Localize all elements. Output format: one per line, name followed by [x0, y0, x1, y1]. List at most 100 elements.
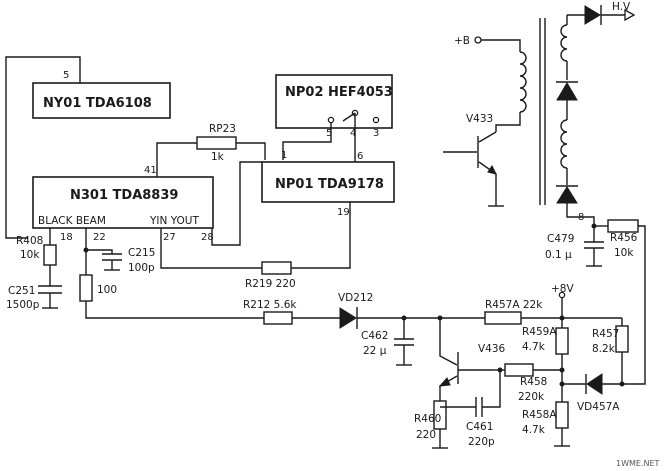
secondary-diode-bottom-icon: [556, 186, 578, 204]
c215-lead-wire: [86, 249, 113, 254]
r457-value: 8.2k: [592, 343, 616, 355]
v433-emitter-arrow-icon: [487, 165, 497, 175]
n301-black-beam-label: BLACK BEAM: [38, 215, 106, 227]
c462-value: 22 µ: [363, 345, 387, 357]
r457-name: R457: [592, 328, 619, 340]
r408-resistor: [43, 244, 57, 266]
r456-value: 10k: [614, 247, 634, 259]
plus-b-label: +B: [454, 35, 470, 47]
v433-collector: [478, 131, 497, 143]
rp23-value: 1k: [211, 151, 225, 163]
np02-switch-arm: [342, 112, 356, 122]
c461-name: C461: [466, 421, 493, 433]
rp23-resistor: [196, 136, 237, 150]
r458a-value: 4.7k: [522, 424, 546, 436]
plus-b-wire: [481, 39, 521, 52]
hv-diode-icon: [584, 5, 601, 25]
r459a-resistor: [555, 327, 569, 355]
vd212-label: VD212: [338, 292, 373, 304]
plus8v-label: +8V: [551, 283, 574, 295]
c461-right-lead: [482, 370, 501, 408]
r100-value: 100: [97, 284, 117, 296]
np02-pin-5: 5: [326, 128, 332, 139]
n301-pin-27: 27: [163, 232, 176, 243]
r408-value: 10k: [20, 249, 40, 261]
r458-value: 220k: [518, 391, 545, 403]
secondary-coil-mid-icon: [560, 119, 568, 169]
r458a-resistor: [555, 401, 569, 429]
n301-pin-28: 28: [201, 232, 214, 243]
plus-b-terminal-icon: [474, 36, 482, 44]
np01-chip-box: [261, 161, 395, 203]
vd457a-to-r457-wire: [602, 352, 623, 385]
v436-label: V436: [478, 343, 506, 355]
c215-name: C215: [128, 247, 155, 259]
r457-to-r456-feedback-wire: [622, 225, 646, 385]
r408-name: R408: [16, 235, 43, 247]
np02-pin-3: 3: [373, 128, 379, 139]
ny01-pin-5: 5: [63, 70, 69, 81]
r459a-name: R459A: [522, 326, 557, 338]
r458-resistor: [504, 363, 534, 377]
r219-resistor: [261, 261, 292, 275]
n301-pin-22: 22: [93, 232, 106, 243]
secondary-coil-top-icon: [560, 24, 568, 62]
np02-pin-6: 6: [357, 151, 363, 162]
c251-value: 1500p: [6, 299, 40, 311]
r460-value: 220: [416, 429, 436, 441]
np01-pin-19: 19: [337, 207, 350, 218]
n301-yin-yout-label: YIN YOUT: [149, 215, 199, 227]
r459a-value: 4.7k: [522, 341, 546, 353]
fbt-pin-8: 8: [578, 212, 584, 223]
n301-chip-box: [32, 176, 214, 229]
vd457a-label: VD457A: [577, 401, 620, 413]
vd457a-diode-icon: [586, 373, 603, 395]
r460-name: R460: [414, 413, 441, 425]
r212-label: R212 5.6k: [243, 299, 297, 311]
np01-pin-1: 1: [281, 150, 287, 161]
hv-output-arrow-icon: [624, 8, 636, 22]
np02-pin5-to-np01-wire: [282, 123, 332, 160]
c462-name: C462: [361, 330, 388, 342]
c251-name: C251: [8, 285, 35, 297]
n301-pin-18: 18: [60, 232, 73, 243]
r100-resistor: [79, 274, 93, 302]
np02-pin3-contact: [372, 116, 380, 124]
primary-coil-icon: [519, 51, 527, 113]
v436-emitter-arrow-icon: [438, 377, 451, 387]
ny01-chip-box: [32, 82, 171, 119]
v436-collector: [439, 318, 458, 366]
r100-to-r212-wire: [85, 301, 264, 319]
ny01-chip-label: NY01 TDA6108: [43, 96, 152, 111]
v436-emitter: [439, 375, 458, 401]
c215-value: 100p: [128, 262, 155, 274]
hv-label: H.V: [612, 1, 631, 13]
rp23-name: RP23: [209, 123, 236, 135]
n301-pin-41: 41: [144, 165, 157, 176]
c479-name: C479: [547, 233, 574, 245]
r219-label: R219 220: [245, 278, 296, 290]
r457a-resistor: [484, 311, 522, 325]
n301-pin28-wire: [211, 161, 262, 246]
n301-pin27-wire: [160, 228, 262, 269]
divider-junction-r458: [559, 367, 565, 373]
r458a-name: R458A: [522, 409, 557, 421]
vd212-diode-icon: [339, 307, 357, 329]
r456-name: R456: [610, 232, 638, 244]
plus8v-terminal-icon: [558, 291, 566, 299]
v433-label: V433: [466, 113, 493, 125]
r212-resistor: [263, 311, 293, 325]
primary-to-v433-wire: [495, 112, 521, 132]
ny01-feedback-wire: [5, 56, 81, 239]
n301-chip-label: N301 TDA8839: [70, 188, 178, 203]
r458-name: R458: [520, 376, 547, 388]
watermark-text: 1WME.NET: [616, 459, 660, 468]
np02-pin5-contact: [327, 116, 335, 124]
c479-value: 0.1 µ: [545, 249, 572, 261]
r456-resistor: [607, 219, 639, 233]
r457-resistor: [615, 325, 629, 353]
r219-to-np01-wire: [291, 202, 351, 269]
rp23-wiring: [156, 142, 266, 177]
np01-chip-label: NP01 TDA9178: [275, 177, 384, 192]
